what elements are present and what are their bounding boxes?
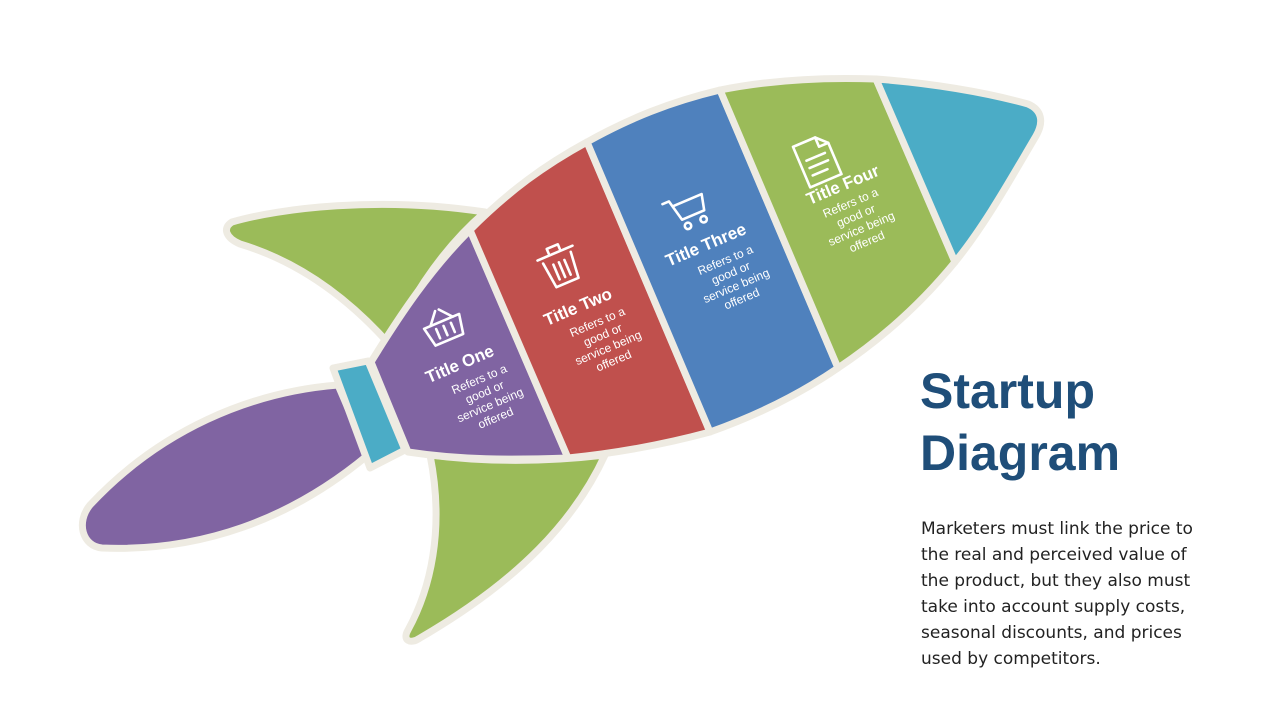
shopping-basket-icon bbox=[422, 308, 465, 347]
document-icon bbox=[791, 136, 843, 189]
trash-bin-icon bbox=[536, 242, 580, 289]
shopping-cart-icon bbox=[661, 192, 709, 231]
bottom-fin bbox=[402, 451, 609, 645]
heading-line: Diagram bbox=[920, 425, 1121, 481]
heading-line: Startup bbox=[920, 363, 1095, 419]
slide-description: Marketers must link the price to the rea… bbox=[921, 519, 1193, 669]
slide-heading: Startup Diagram bbox=[920, 360, 1260, 484]
nose-cone bbox=[872, 75, 1045, 266]
exhaust-flame bbox=[78, 381, 372, 552]
